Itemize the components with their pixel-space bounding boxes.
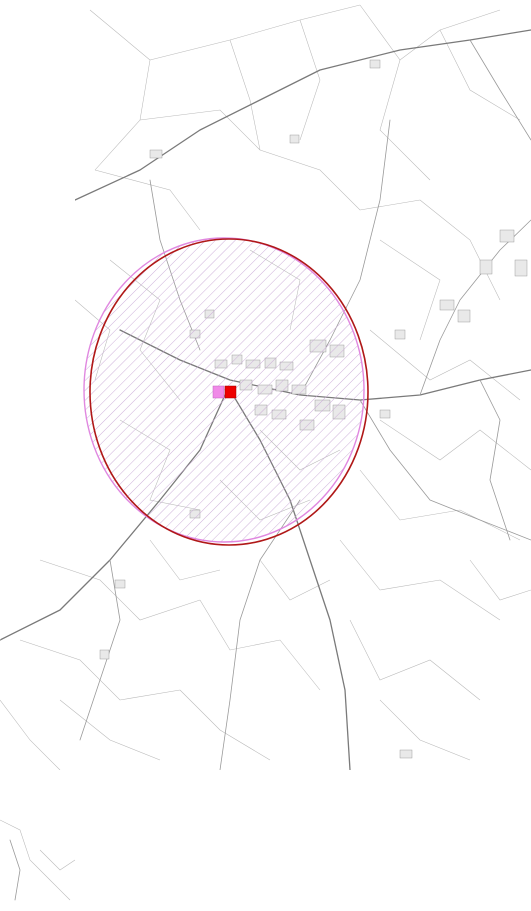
field-boundaries — [0, 4, 531, 770]
map-fragment-bottom-left — [0, 819, 76, 901]
site-markers[interactable] — [212, 385, 237, 399]
site-marker-pink[interactable] — [212, 385, 225, 399]
site-marker-red[interactable] — [224, 385, 237, 399]
buffer-zone-inner — [89, 238, 369, 546]
